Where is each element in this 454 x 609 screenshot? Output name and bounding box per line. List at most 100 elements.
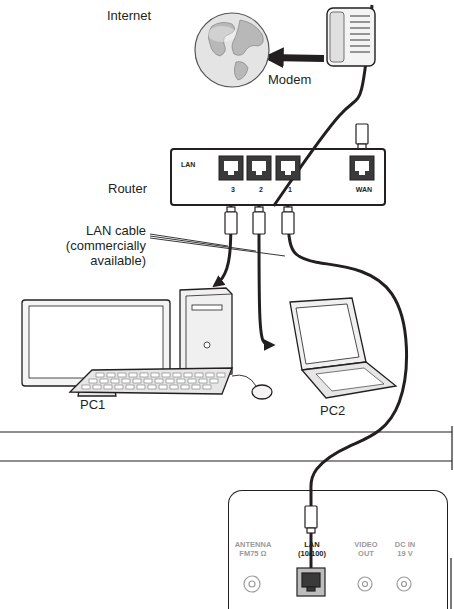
globe-node: Internet bbox=[195, 13, 269, 87]
router-port bbox=[276, 156, 300, 180]
lan-cable bbox=[288, 206, 407, 490]
keyboard-keys bbox=[133, 379, 141, 383]
modem-node: Modem bbox=[324, 5, 378, 72]
keyboard-keys bbox=[100, 379, 108, 383]
node-label: Internet bbox=[107, 9, 151, 24]
jack-terminal bbox=[402, 582, 407, 587]
terminal-label: VIDEO OUT bbox=[351, 541, 381, 558]
keyboard-keys bbox=[170, 385, 178, 389]
lan-plug bbox=[356, 124, 368, 144]
desktop-pc-illustration bbox=[186, 296, 187, 378]
port-slot bbox=[224, 161, 238, 171]
router-port bbox=[219, 156, 374, 180]
lan-port bbox=[297, 568, 325, 596]
laptop-illustration bbox=[296, 304, 359, 364]
keyboard-keys bbox=[104, 385, 112, 389]
laptop-illustration bbox=[290, 298, 366, 370]
lan-plug bbox=[255, 207, 263, 212]
keyboard-keys bbox=[111, 379, 119, 383]
lan-plug bbox=[225, 212, 237, 234]
lan-cable bbox=[305, 506, 317, 533]
keyboard-keys bbox=[140, 373, 148, 377]
vent-slots bbox=[350, 27, 370, 28]
pc-node: PC2 bbox=[272, 295, 400, 420]
globe-illustration bbox=[232, 20, 263, 55]
lan-plug bbox=[227, 207, 235, 212]
desktop-pc-illustration bbox=[232, 375, 256, 386]
desktop-pc-illustration bbox=[180, 288, 232, 378]
globe-illustration bbox=[195, 13, 269, 87]
keyboard-keys bbox=[82, 373, 225, 389]
keyboard-keys bbox=[184, 373, 192, 377]
globe-illustration bbox=[208, 26, 236, 42]
desktop-pc-illustration bbox=[204, 342, 210, 348]
port-slot bbox=[256, 171, 262, 175]
desktop-pc-illustration bbox=[252, 385, 272, 399]
direction-arrow bbox=[269, 57, 324, 58]
router-port bbox=[350, 156, 374, 180]
lan-plug bbox=[284, 207, 292, 212]
port-number: 3 bbox=[228, 186, 238, 194]
keyboard-keys bbox=[115, 385, 123, 389]
desktop-pc-illustration bbox=[186, 294, 232, 296]
jack-terminal bbox=[363, 582, 368, 587]
node-label: Router bbox=[108, 182, 147, 197]
leader-line bbox=[150, 234, 285, 256]
vent-slots bbox=[350, 51, 370, 52]
unit-body-outline bbox=[0, 431, 452, 432]
terminal-label: ANTENNA FM75 Ω bbox=[231, 541, 275, 558]
globe-illustration bbox=[195, 13, 269, 87]
keyboard-keys bbox=[159, 385, 167, 389]
lan-port bbox=[307, 587, 315, 591]
keyboard-keys bbox=[195, 373, 203, 377]
vent-slots bbox=[350, 21, 370, 22]
keyboard-keys bbox=[166, 379, 174, 383]
lan-cable bbox=[305, 490, 317, 570]
leader-line bbox=[150, 236, 256, 251]
port-slot bbox=[228, 171, 234, 175]
keyboard-keys bbox=[162, 373, 170, 377]
laptop-illustration bbox=[290, 298, 396, 398]
port-slot bbox=[355, 161, 369, 171]
lan-plug bbox=[356, 124, 368, 149]
cable-label: LAN cable (commercially available) bbox=[58, 224, 146, 269]
vent-slots bbox=[350, 15, 370, 16]
node-label: PC1 bbox=[80, 398, 105, 413]
router-port bbox=[219, 156, 243, 180]
lan-cable bbox=[307, 528, 315, 533]
desktop-pc-illustration bbox=[70, 368, 232, 394]
port-slot bbox=[285, 171, 291, 175]
keyboard-keys bbox=[82, 385, 90, 389]
port-slot bbox=[281, 161, 295, 171]
laptop-illustration bbox=[302, 362, 396, 398]
keyboard-keys bbox=[122, 379, 130, 383]
unit-body-outline bbox=[450, 558, 451, 609]
keyboard-keys bbox=[217, 373, 225, 377]
port-slot bbox=[252, 161, 266, 171]
keyboard-keys bbox=[210, 379, 218, 383]
unit-body-outline bbox=[0, 426, 452, 609]
modem-illustration bbox=[330, 12, 344, 62]
router-box: RouterLAN321WAN bbox=[170, 148, 386, 206]
keyboard-keys bbox=[199, 379, 207, 383]
keyboard-keys bbox=[126, 385, 134, 389]
keyboard-keys bbox=[206, 373, 214, 377]
router-port bbox=[247, 156, 271, 180]
desktop-pc-illustration bbox=[29, 306, 163, 378]
jack-terminal bbox=[249, 581, 255, 587]
unit-body-outline bbox=[0, 460, 452, 461]
keyboard-keys bbox=[148, 385, 156, 389]
terminal-label: LAN (10/100) bbox=[295, 541, 329, 558]
vent-slots bbox=[350, 45, 370, 46]
keyboard-keys bbox=[89, 379, 97, 383]
vent-slots bbox=[350, 33, 370, 34]
lan-cable bbox=[305, 506, 317, 528]
desktop-pc-illustration bbox=[22, 300, 170, 386]
globe-illustration bbox=[234, 62, 248, 80]
vent-slots bbox=[350, 16, 370, 52]
port-slot bbox=[359, 171, 365, 175]
modem-illustration bbox=[327, 8, 375, 66]
node-label: PC2 bbox=[320, 404, 345, 419]
node-label: Modem bbox=[268, 73, 311, 88]
leader-line bbox=[150, 238, 285, 256]
